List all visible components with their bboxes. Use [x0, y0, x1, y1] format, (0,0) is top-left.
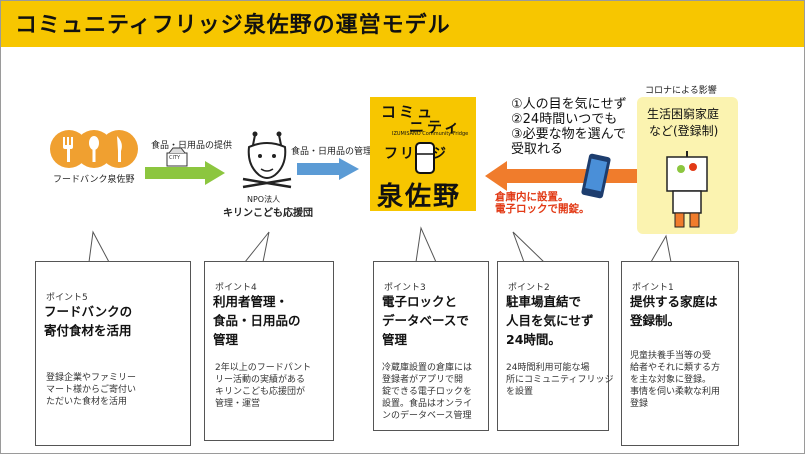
point-body: 登録企業やファミリー マート様からご寄付い ただいた食材を活用 — [46, 372, 136, 408]
point-number: ポイント1 — [632, 283, 674, 293]
point-body-line: ンのデータベース管理 — [382, 411, 472, 421]
fridge-logo-line1: コミュ — [381, 103, 436, 121]
steps-list: ①人の目を気にせず ②24時間いつでも ③必要な物を選んで 受取れる — [511, 97, 627, 157]
point-heading-line: 登録制。 — [630, 313, 681, 328]
npo-name: キリンこども応援団 — [223, 208, 313, 219]
callout-tail-5 — [88, 230, 110, 263]
point-body-line: 登録 — [630, 399, 649, 409]
point-heading-line: 駐車場直結で — [506, 294, 582, 309]
point-card-3: ポイント3 電子ロックと データベースで 管理 冷蔵庫設置の倉庫には 登録者がア… — [373, 261, 489, 431]
foodbank-label: フードバンク泉佐野 — [53, 175, 135, 185]
point-heading-line: 利用者管理・ — [213, 294, 289, 309]
shopper-icon — [666, 151, 708, 228]
page-title: コミュニティフリッジ泉佐野の運営モデル — [15, 13, 451, 38]
point-body-line: を主な対象に登録。 — [630, 375, 712, 385]
point-heading-line: データベースで — [382, 313, 469, 328]
spoon-icon — [89, 136, 99, 162]
callout-tail-1 — [650, 234, 672, 263]
point-heading: 提供する家庭は 登録制。 — [630, 292, 718, 330]
green-arrow — [145, 161, 225, 185]
point-body-line: を設置 — [506, 387, 534, 397]
step-1: ①人の目を気にせず — [511, 97, 627, 112]
point-body-line: 所にコミュニティフリッジ — [506, 375, 614, 385]
fridge-icon — [415, 142, 435, 174]
point-card-2: ポイント2 駐車場直結で 人目を気にせず 24時間。 24時間利用可能な場 所に… — [497, 261, 613, 431]
fridge-logo-line2: ニティ — [409, 118, 463, 136]
point-number: ポイント4 — [215, 283, 257, 293]
title-bar — [1, 1, 804, 47]
point-heading: 駐車場直結で 人目を気にせず 24時間。 — [506, 292, 594, 349]
smartphone-icon — [581, 153, 611, 199]
corona-heading: コロナによる影響 — [645, 86, 717, 96]
point-heading-line: 提供する家庭は — [630, 294, 718, 309]
point-body: 児童扶養手当等の受 給者やそれに類する方 を主な対象に登録。 事情を伺い柔軟な利… — [630, 350, 720, 410]
point-body-line: 事情を伺い柔軟な利用 — [630, 387, 721, 397]
point-body-line: 錠できる電子ロックを — [382, 387, 472, 397]
point-body-line: 冷蔵庫設置の倉庫には — [382, 363, 473, 373]
storage-note-line1: 倉庫内に設置。 — [495, 191, 569, 203]
callout-tail-3 — [415, 226, 437, 263]
callout-tail-2 — [512, 231, 546, 263]
storage-note-line2: 電子ロックで開錠。 — [495, 203, 590, 215]
blue-arrow — [297, 158, 359, 180]
storage-note: 倉庫内に設置。 電子ロックで開錠。 — [495, 191, 590, 215]
point-heading: フードバンクの 寄付食材を活用 — [44, 302, 132, 340]
corona-line1: 生活困窮家庭 — [647, 107, 720, 121]
point-heading-line: 電子ロックと — [382, 294, 458, 309]
giraffe-icon — [242, 131, 292, 189]
foodbank-logo — [50, 130, 138, 168]
npo-type: NPO法人 — [247, 195, 281, 204]
point-heading-line: 寄付食材を活用 — [44, 323, 132, 338]
point-number: ポイント3 — [384, 283, 426, 293]
point-body-line: 登録企業やファミリー — [46, 373, 137, 383]
point-body-line: ただいた食材を活用 — [46, 397, 128, 407]
point-body-line: 児童扶養手当等の受 — [630, 351, 712, 361]
food-box-label: CITY — [169, 155, 181, 161]
point-heading: 利用者管理・ 食品・日用品の 管理 — [213, 292, 301, 349]
point-body: 冷蔵庫設置の倉庫には 登録者がアプリで開 錠できる電子ロックを 設置。食品はオン… — [382, 362, 472, 422]
point-heading-line: 管理 — [382, 332, 408, 347]
fridge-logo-name: 泉佐野 — [377, 182, 462, 212]
point-heading-line: フードバンクの — [44, 304, 133, 319]
point-body: 24時間利用可能な場 所にコミュニティフリッジ を設置 — [506, 362, 613, 398]
arrow1-label: 食品・日用品の提供 — [151, 141, 233, 151]
point-number: ポイント5 — [46, 293, 88, 303]
corona-line2: など(登録制) — [649, 124, 719, 138]
callout-tails — [88, 226, 672, 263]
point-heading-line: 食品・日用品の — [213, 313, 301, 328]
point-body-line: 管理・運営 — [215, 399, 261, 409]
callout-tail-4 — [243, 231, 270, 263]
point-heading-line: 管理 — [213, 332, 239, 347]
point-card-5: ポイント5 フードバンクの 寄付食材を活用 登録企業やファミリー マート様からご… — [35, 261, 191, 446]
point-number: ポイント2 — [508, 283, 550, 293]
point-body: 2年以上のフードパント リー活動の実績がある キリンこども応援団が 管理・運営 — [215, 362, 311, 410]
point-heading-line: 24時間。 — [506, 332, 561, 347]
fork-icon — [63, 137, 73, 162]
point-body-line: 登録者がアプリで開 — [382, 375, 464, 385]
point-body-line: リー活動の実績がある — [215, 375, 306, 385]
point-card-4: ポイント4 利用者管理・ 食品・日用品の 管理 2年以上のフードパント リー活動… — [204, 261, 334, 441]
point-body-line: 24時間利用可能な場 — [506, 363, 590, 373]
point-body-line: キリンこども応援団が — [215, 387, 306, 397]
step-2: ②24時間いつでも — [511, 112, 618, 127]
point-card-1: ポイント1 提供する家庭は 登録制。 児童扶養手当等の受 給者やそれに類する方 … — [621, 261, 739, 446]
fridge-logo-sub: IZUMISANO Community Fridge — [392, 131, 469, 137]
food-box-icon — [166, 147, 188, 167]
point-body-line: 2年以上のフードパント — [215, 363, 312, 373]
point-heading-line: 人目を気にせず — [506, 313, 594, 328]
step-3: ③必要な物を選んで — [511, 127, 627, 142]
point-body-line: 設置。食品はオンライ — [382, 399, 473, 409]
arrow2-label: 食品・日用品の管理 — [291, 147, 373, 157]
step-4: 受取れる — [511, 142, 564, 157]
point-body-line: 給者やそれに類する方 — [630, 363, 721, 373]
point-body-line: マート様からご寄付い — [46, 385, 137, 395]
point-heading: 電子ロックと データベースで 管理 — [382, 292, 469, 349]
orange-arrow — [485, 161, 641, 191]
knife-icon — [117, 136, 122, 162]
